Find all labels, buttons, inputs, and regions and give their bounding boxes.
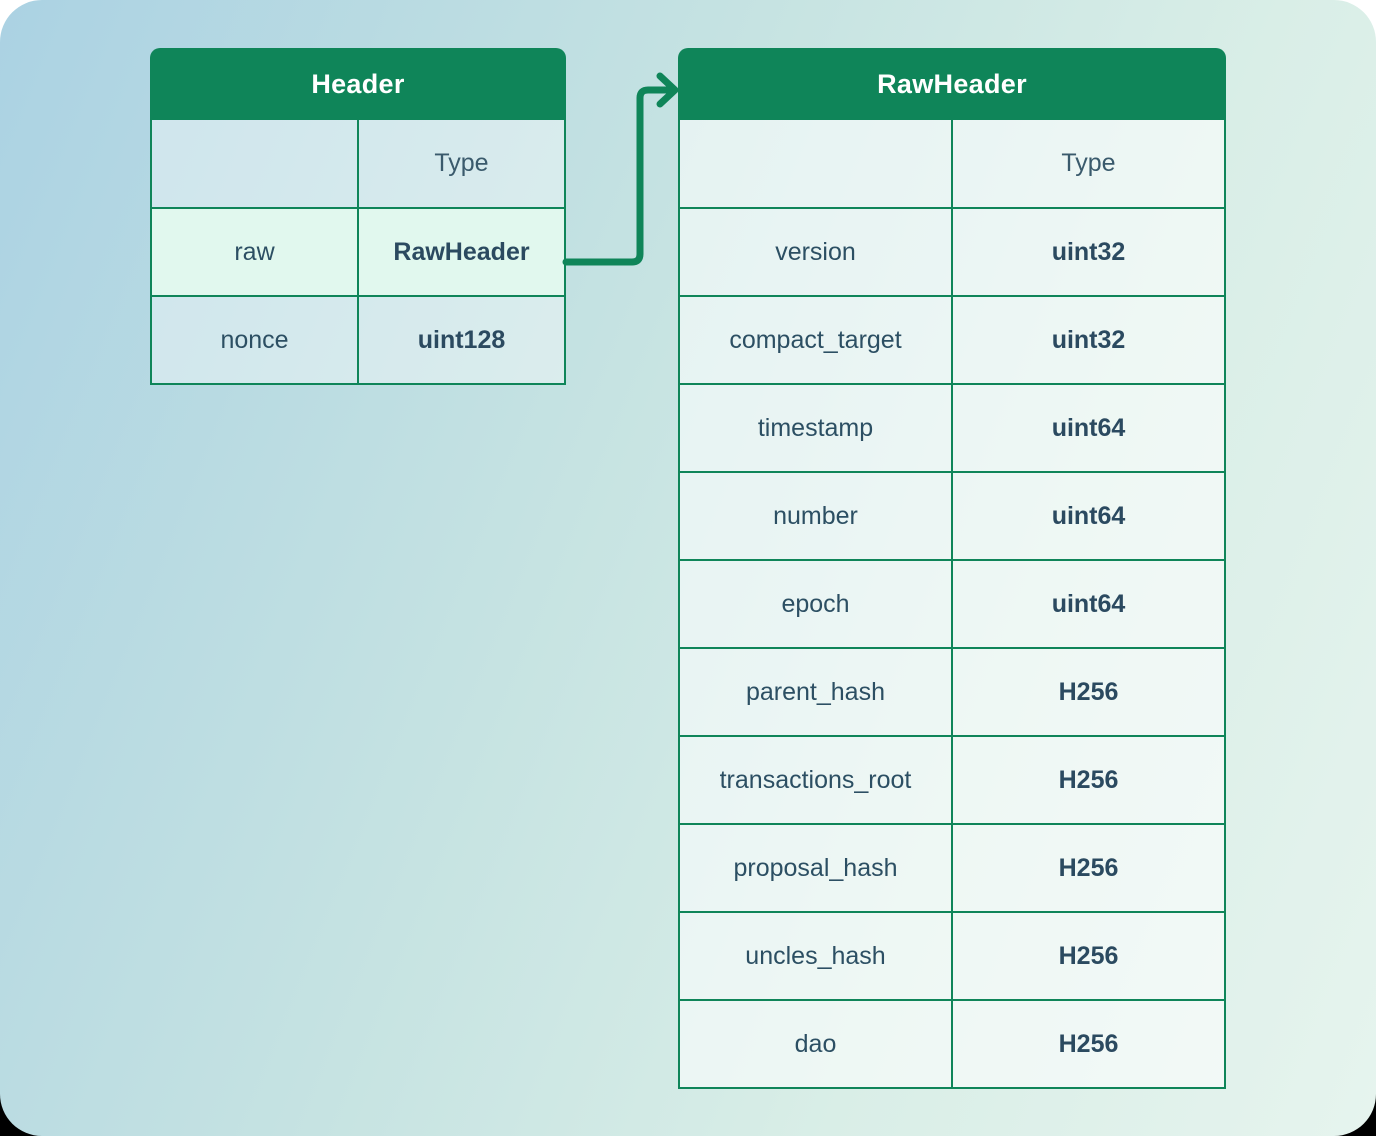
type-column-header: Type (951, 120, 1224, 207)
table-row-timestamp: timestamp uint64 (680, 383, 1224, 471)
field-type-cell: uint64 (951, 561, 1224, 647)
table-row-version: version uint32 (680, 207, 1224, 295)
empty-header-cell (152, 120, 357, 207)
field-type-cell: uint32 (951, 209, 1224, 295)
field-type-cell: uint128 (357, 297, 564, 383)
table-row-epoch: epoch uint64 (680, 559, 1224, 647)
field-type-cell: H256 (951, 737, 1224, 823)
field-name-cell: version (680, 209, 951, 295)
field-name-cell: timestamp (680, 385, 951, 471)
field-type-cell: uint64 (951, 385, 1224, 471)
field-name-cell: parent_hash (680, 649, 951, 735)
field-name-cell: epoch (680, 561, 951, 647)
field-name-cell: uncles_hash (680, 913, 951, 999)
rawheader-table: RawHeader Type version uint32 compact_ta… (678, 48, 1226, 1089)
table-row-parent-hash: parent_hash H256 (680, 647, 1224, 735)
table-row-dao: dao H256 (680, 999, 1224, 1087)
field-name-cell: number (680, 473, 951, 559)
table-row-raw: raw RawHeader (152, 207, 564, 295)
field-type-cell: uint32 (951, 297, 1224, 383)
field-type-cell: H256 (951, 913, 1224, 999)
type-column-header: Type (357, 120, 564, 207)
field-type-cell: RawHeader (357, 209, 564, 295)
header-table-body: Type raw RawHeader nonce uint128 (150, 120, 566, 385)
rawheader-table-body: Type version uint32 compact_target uint3… (678, 120, 1226, 1089)
field-name-cell: nonce (152, 297, 357, 383)
field-type-cell: H256 (951, 1001, 1224, 1087)
field-name-cell: transactions_root (680, 737, 951, 823)
header-table: Header Type raw RawHeader nonce uint128 (150, 48, 566, 385)
empty-header-cell (680, 120, 951, 207)
table-row-number: number uint64 (680, 471, 1224, 559)
table-row-compact-target: compact_target uint32 (680, 295, 1224, 383)
field-type-cell: H256 (951, 825, 1224, 911)
table-row-uncles-hash: uncles_hash H256 (680, 911, 1224, 999)
table-row-transactions-root: transactions_root H256 (680, 735, 1224, 823)
field-name-cell: raw (152, 209, 357, 295)
field-type-cell: uint64 (951, 473, 1224, 559)
table-row-proposal-hash: proposal_hash H256 (680, 823, 1224, 911)
field-type-cell: H256 (951, 649, 1224, 735)
table-row-nonce: nonce uint128 (152, 295, 564, 383)
header-table-column-header-row: Type (152, 120, 564, 207)
header-table-title: Header (150, 48, 566, 120)
rawheader-table-column-header-row: Type (680, 120, 1224, 207)
field-name-cell: proposal_hash (680, 825, 951, 911)
field-name-cell: dao (680, 1001, 951, 1087)
rawheader-table-title: RawHeader (678, 48, 1226, 120)
field-name-cell: compact_target (680, 297, 951, 383)
